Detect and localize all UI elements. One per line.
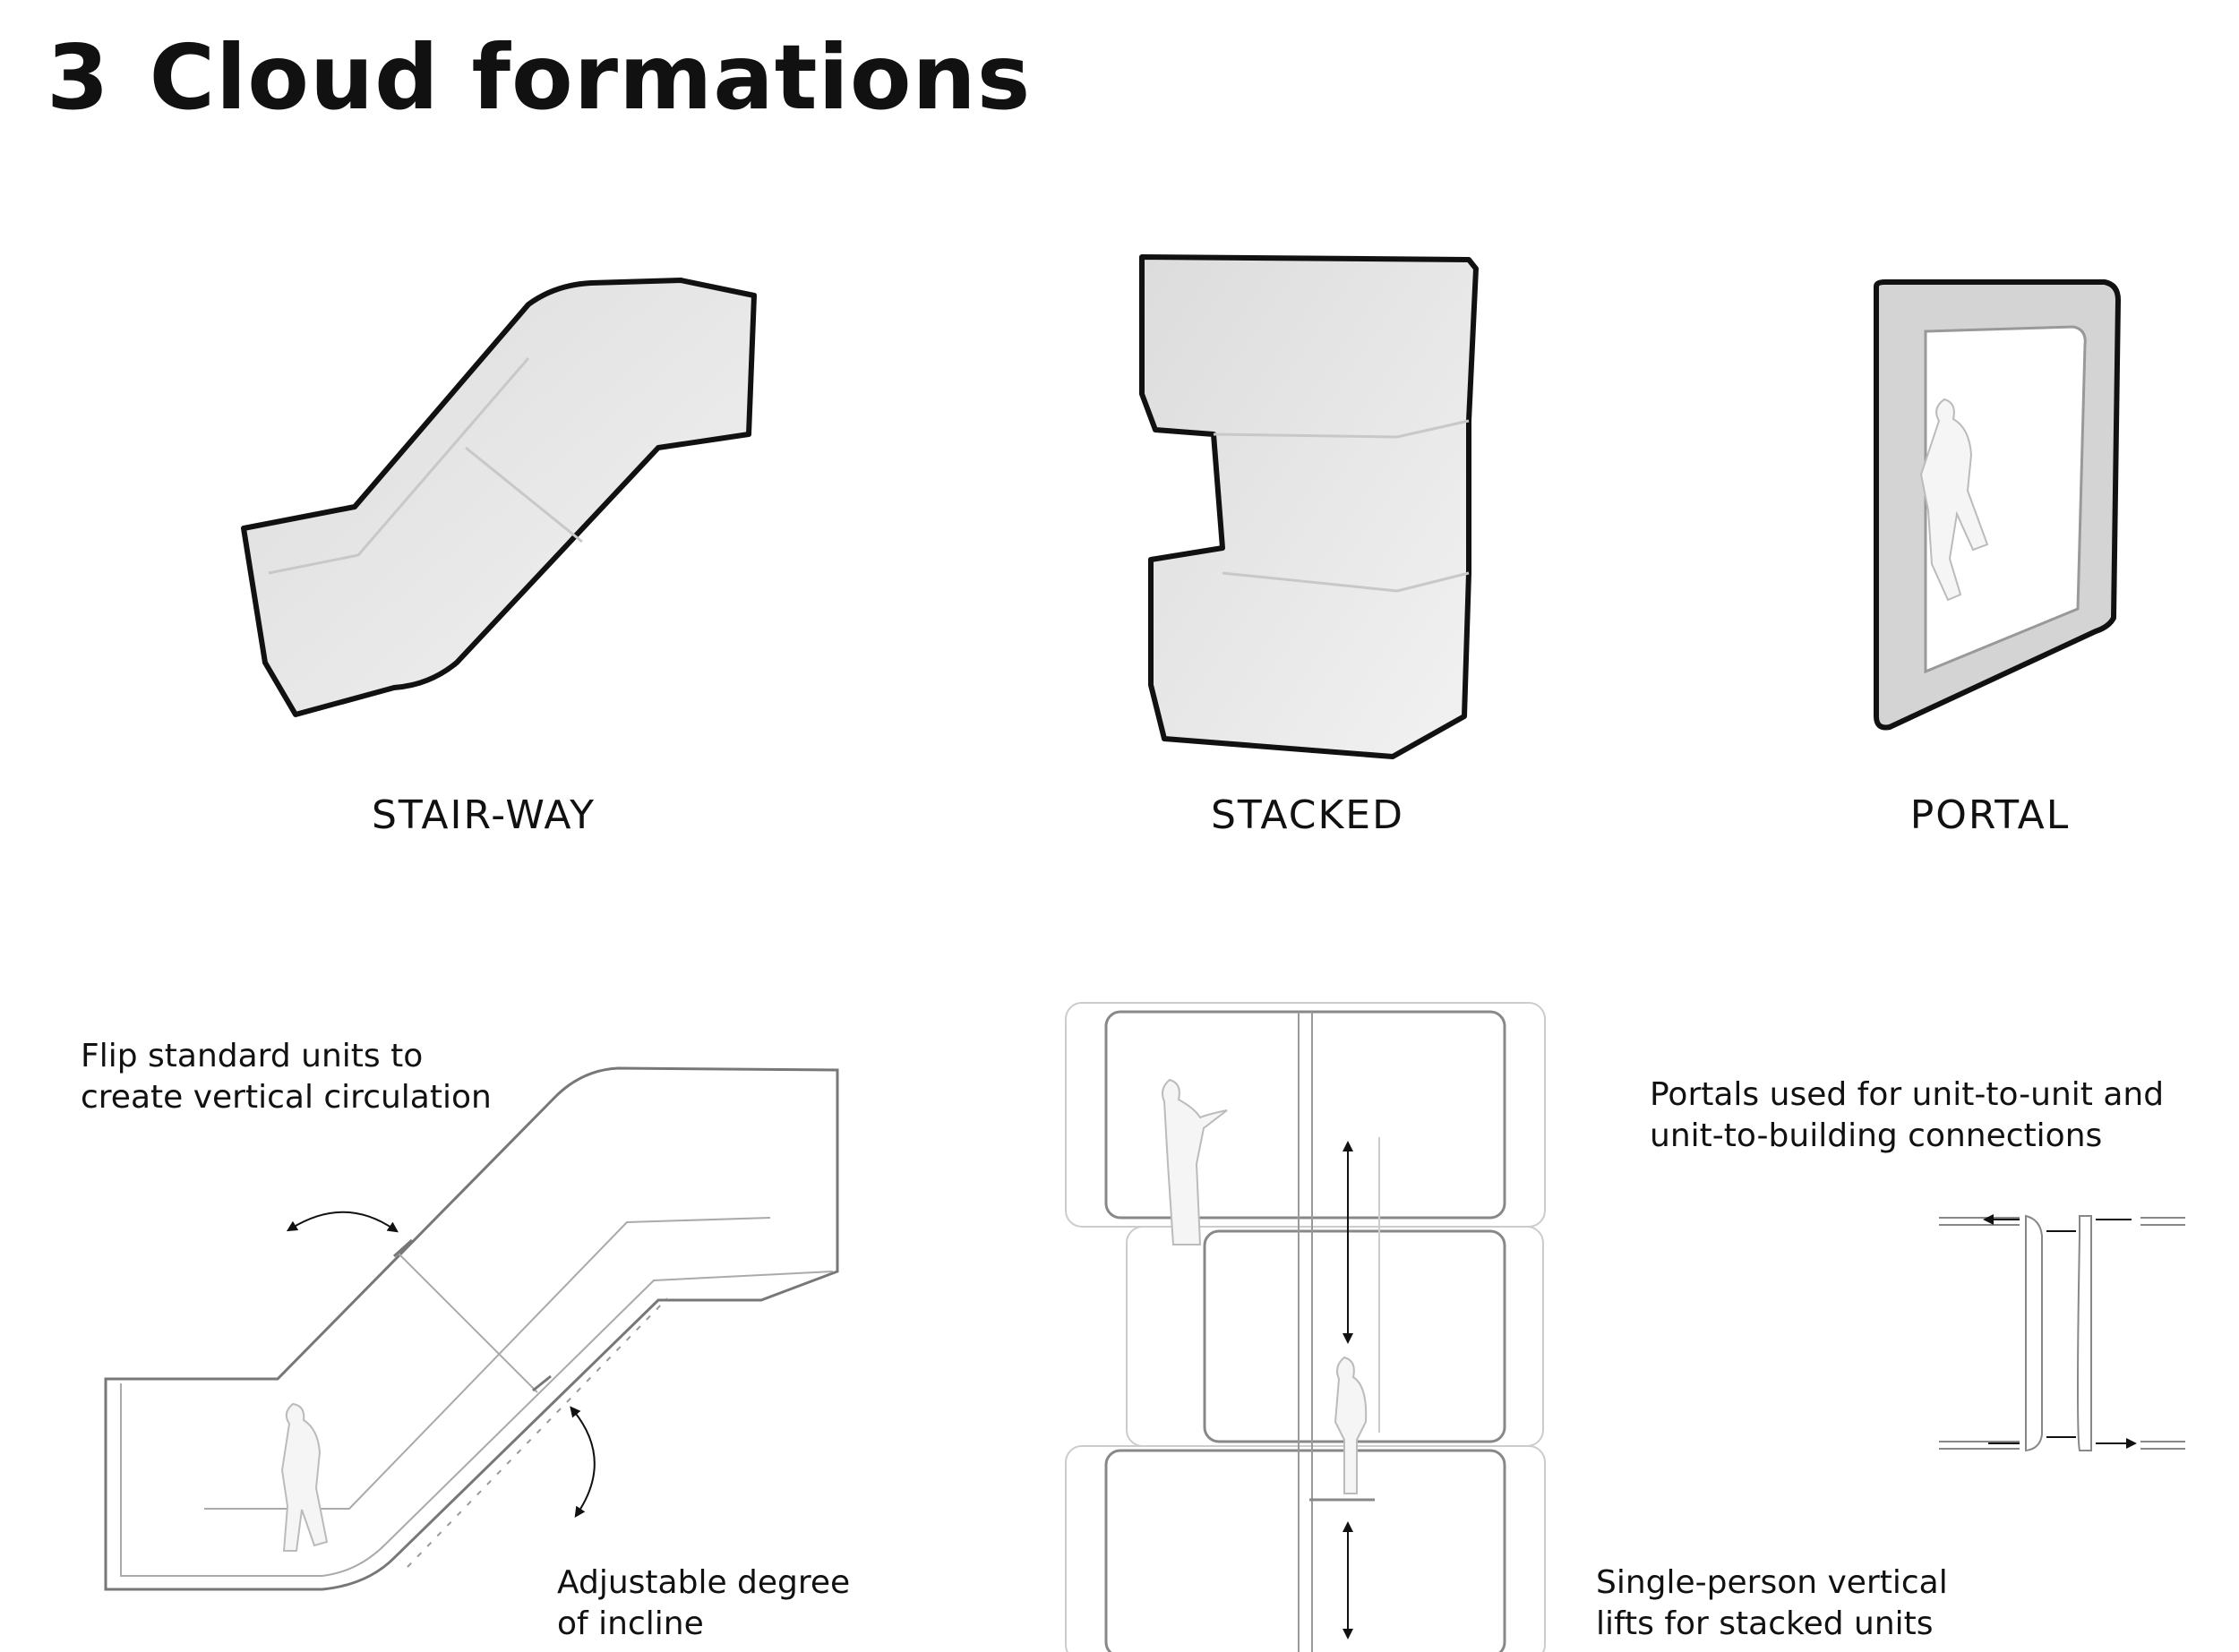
note-line: Single-person vertical: [1596, 1564, 1948, 1601]
note-line: of incline: [557, 1605, 704, 1642]
stairway-section: [104, 1066, 839, 1591]
note-line: create vertical circulation: [81, 1079, 492, 1116]
note-portal-connections: Portals used for unit-to-unit and unit-t…: [1650, 1074, 2164, 1157]
stacked-model: [1139, 254, 1479, 759]
note-stacked-lifts: Single-person vertical lifts for stacked…: [1596, 1562, 1948, 1645]
page-title: 3 Cloud formations: [47, 25, 1031, 130]
section-number: 3: [47, 25, 110, 130]
note-stairway-circulation: Flip standard units to create vertical c…: [81, 1036, 492, 1118]
portal-model: [1874, 279, 2121, 731]
formation-label-stairway: STAIR-WAY: [371, 792, 596, 838]
note-line: unit-to-building connections: [1650, 1117, 2103, 1154]
stairway-model: [241, 278, 757, 717]
stacked-section: [1065, 1002, 1546, 1652]
note-line: Adjustable degree: [557, 1564, 851, 1601]
note-line: Flip standard units to: [81, 1038, 424, 1074]
note-line: lifts for stacked units: [1596, 1605, 1934, 1642]
formation-label-portal: PORTAL: [1909, 792, 2071, 838]
portal-connection-detail: [1939, 1216, 2185, 1452]
note-stairway-incline: Adjustable degree of incline: [557, 1562, 850, 1645]
note-line: Portals used for unit-to-unit and: [1650, 1076, 2165, 1113]
formation-label-stacked: STACKED: [1211, 792, 1404, 838]
section-title: Cloud formations: [149, 25, 1032, 130]
